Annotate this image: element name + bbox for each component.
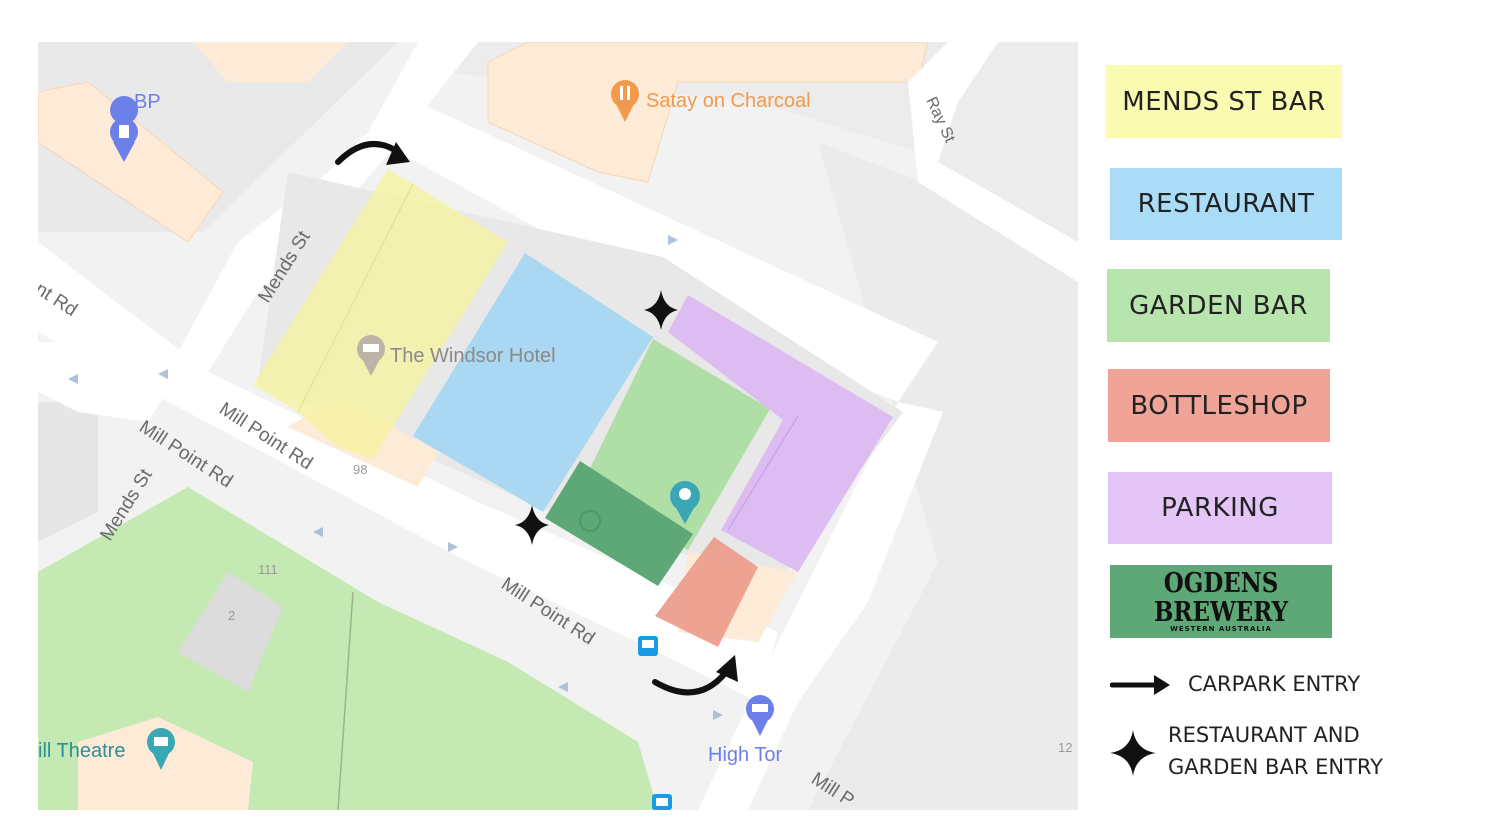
legend-garden-bar: GARDEN BAR xyxy=(1107,269,1330,342)
legend-restaurant: RESTAURANT xyxy=(1110,168,1342,240)
zone-restaurant xyxy=(413,253,653,512)
entry-star-garden xyxy=(515,505,549,545)
road-arrow-3 xyxy=(68,374,78,384)
label-theatre[interactable]: ill Theatre xyxy=(38,740,125,762)
hotel-icon xyxy=(363,344,379,352)
legend-bottleshop-label: BOTTLESHOP xyxy=(1130,390,1308,421)
park-path xyxy=(337,591,354,810)
legend-arrow-icon xyxy=(1110,675,1170,695)
parking-p-icon xyxy=(579,510,601,532)
block-e xyxy=(808,142,1078,810)
label-number-12: 12 xyxy=(1058,740,1072,755)
building-2 xyxy=(178,572,283,692)
zone-parking xyxy=(668,295,893,572)
ogdens-logo-line1: OGDENS xyxy=(1163,568,1279,599)
road-arrow-1 xyxy=(668,235,678,245)
label-number-2: 2 xyxy=(228,608,235,623)
satay-pin[interactable] xyxy=(611,80,639,122)
legend-mends-st-bar: MENDS ST BAR xyxy=(1106,65,1342,138)
legend-restaurant-label: RESTAURANT xyxy=(1137,189,1315,219)
road-arrow-4 xyxy=(313,527,323,537)
label-satay[interactable]: Satay on Charcoal xyxy=(646,90,811,112)
windsor-pin[interactable] xyxy=(357,335,385,376)
road-arrow-5 xyxy=(448,542,458,552)
legend-garden-bar-label: GARDEN BAR xyxy=(1129,290,1308,321)
fuel-icon xyxy=(119,125,129,138)
high-tor-pin[interactable] xyxy=(746,695,774,736)
hotel-icon-2 xyxy=(752,704,768,712)
zone-bottleshop xyxy=(655,537,758,647)
legend-entry-line2: GARDEN BAR ENTRY xyxy=(1168,755,1383,779)
satay-building xyxy=(487,42,929,183)
theatre-icon xyxy=(154,737,168,746)
label-bp: BP xyxy=(134,91,161,113)
bus-stop-icon-2[interactable] xyxy=(652,794,672,810)
carpark-entry-arrow-top xyxy=(335,141,410,165)
label-number-98: 98 xyxy=(353,462,367,477)
road-arrow-6 xyxy=(558,682,568,692)
park-area xyxy=(38,487,658,810)
zone-mends-st-bar xyxy=(253,169,508,459)
bp-building xyxy=(38,81,224,243)
legend-parking-label: PARKING xyxy=(1161,493,1279,523)
bp-pin[interactable] xyxy=(110,96,139,162)
label-number-111: 111 xyxy=(258,562,278,577)
road-arrow-2 xyxy=(158,369,168,379)
venue-map: Mends St Mends St Mill Point Rd Mill Poi… xyxy=(38,42,1078,810)
carpark-entry-arrow-bottom xyxy=(652,655,738,696)
label-high-tor[interactable]: High Tor xyxy=(708,744,782,766)
parking-divider xyxy=(727,415,799,531)
label-windsor[interactable]: The Windsor Hotel xyxy=(390,345,556,367)
road-west xyxy=(38,342,178,422)
legend-carpark-entry-label: CARPARK ENTRY xyxy=(1188,672,1361,696)
block-w xyxy=(38,402,98,542)
mends-bar-divider xyxy=(297,183,414,413)
legend-entry-line1: RESTAURANT AND xyxy=(1168,723,1360,747)
ogdens-logo-line3: WESTERN AUSTRALIA xyxy=(1170,625,1272,633)
entry-star-restaurant xyxy=(644,290,678,330)
road-ray-st xyxy=(908,42,1078,282)
restaurant-icon xyxy=(620,86,623,100)
road-ray-st-link xyxy=(398,102,938,402)
theatre-building xyxy=(78,717,253,810)
building-n1 xyxy=(193,42,348,82)
road-arrow-7 xyxy=(713,710,723,720)
zone-ogdens-brewery xyxy=(545,461,693,586)
bus-stop-icon[interactable] xyxy=(638,636,658,656)
legend-mends-st-bar-label: MENDS ST BAR xyxy=(1122,86,1326,117)
location-pin[interactable] xyxy=(670,481,700,524)
legend-bottleshop: BOTTLESHOP xyxy=(1108,369,1330,442)
legend-star-icon xyxy=(1110,730,1156,776)
legend-ogdens-brewery: OGDENS BREWERY WESTERN AUSTRALIA xyxy=(1110,565,1332,638)
theatre-pin[interactable] xyxy=(147,728,175,770)
ogdens-logo-line2: BREWERY xyxy=(1154,597,1288,628)
legend-parking: PARKING xyxy=(1108,472,1332,544)
